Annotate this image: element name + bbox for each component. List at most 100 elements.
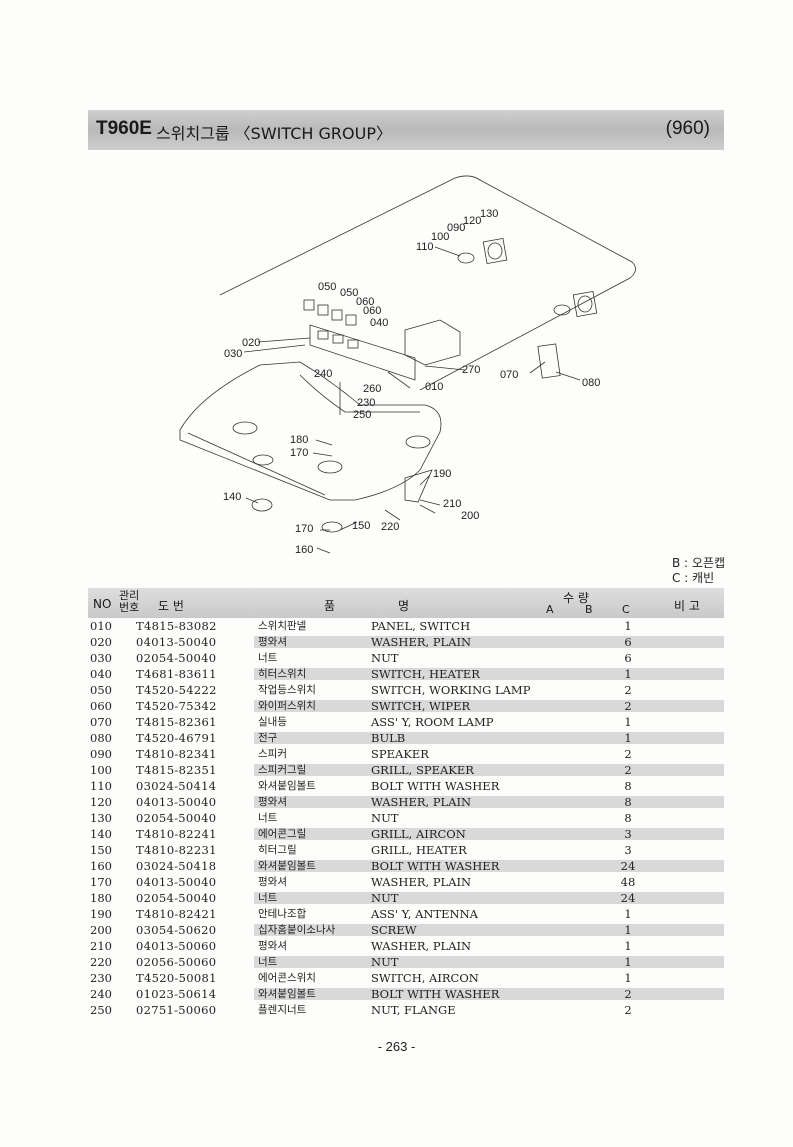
cell-korean-name: 너트 xyxy=(258,812,278,824)
callout: 090 xyxy=(447,222,465,234)
callout: 160 xyxy=(295,544,313,556)
cell-korean-name: 너트 xyxy=(258,652,278,664)
cell-english-name: ASS' Y, ROOM LAMP xyxy=(371,715,494,729)
cell-no: 200 xyxy=(90,923,112,937)
cell-no: 020 xyxy=(90,635,112,649)
table-row: 070 T4815-82361 실내등 ASS' Y, ROOM LAMP 1 xyxy=(88,714,724,730)
row-shade xyxy=(254,764,724,776)
callout: 170 xyxy=(295,523,313,535)
cell-no: 060 xyxy=(90,699,112,713)
cell-quantity: 2 xyxy=(624,1003,632,1017)
cell-part-number: T4520-50081 xyxy=(136,971,217,985)
cell-korean-name: 실내등 xyxy=(258,716,287,728)
callout: 230 xyxy=(357,397,375,409)
exploded-parts-diagram: 130 120 090 100 110 050 050 060 060 040 … xyxy=(179,175,636,556)
headliner-body xyxy=(179,361,442,501)
cell-part-number: 03054-50620 xyxy=(136,923,217,937)
row-shade xyxy=(254,988,724,1000)
callout: 170 xyxy=(290,447,308,459)
cell-english-name: SWITCH, AIRCON xyxy=(371,971,479,985)
cell-no: 080 xyxy=(90,731,112,745)
cell-english-name: BULB xyxy=(371,731,406,745)
cell-english-name: SPEAKER xyxy=(371,747,429,761)
cell-part-number: T4815-82361 xyxy=(136,715,217,729)
callout: 020 xyxy=(242,337,260,349)
cell-korean-name: 히터스위치 xyxy=(258,668,307,680)
row-shade xyxy=(254,668,724,680)
roof-panel-outline xyxy=(219,175,636,391)
cell-no: 220 xyxy=(90,955,112,969)
header-name-2: 명 xyxy=(398,599,410,613)
cell-english-name: BOLT WITH WASHER xyxy=(371,987,500,1001)
cell-korean-name: 플렌지너트 xyxy=(258,1004,307,1016)
cell-quantity: 1 xyxy=(624,971,632,985)
cell-no: 070 xyxy=(90,715,112,729)
cell-korean-name: 평와셔 xyxy=(258,940,287,952)
cell-english-name: WASHER, PLAIN xyxy=(371,875,472,889)
cell-quantity: 2 xyxy=(624,763,632,777)
cell-english-name: GRILL, SPEAKER xyxy=(371,763,474,777)
row-shade xyxy=(254,636,724,648)
cell-part-number: T4681-83611 xyxy=(136,667,217,681)
title-bar: T960E 스위치그룹 〈SWITCH GROUP〉 (960) xyxy=(88,110,724,150)
cell-no: 040 xyxy=(90,667,112,681)
cell-no: 010 xyxy=(90,619,112,633)
cell-quantity: 8 xyxy=(624,811,632,825)
cell-no: 100 xyxy=(90,763,112,777)
parts-table-header: NO 관리 번호 도 번 품 명 수 량 A B C 비 고 xyxy=(88,588,724,618)
cell-quantity: 8 xyxy=(624,795,632,809)
cell-korean-name: 평와셔 xyxy=(258,636,287,648)
cell-korean-name: 너트 xyxy=(258,956,278,968)
cell-part-number: 03024-50418 xyxy=(136,859,217,873)
cell-quantity: 2 xyxy=(624,699,632,713)
row-shade xyxy=(254,796,724,808)
callout: 100 xyxy=(431,231,449,243)
callout: 080 xyxy=(582,377,600,389)
legend-cabin: C : 캐빈 xyxy=(672,571,715,585)
cell-korean-name: 와이퍼스위치 xyxy=(258,700,316,712)
cell-quantity: 1 xyxy=(624,923,632,937)
group-number: (960) xyxy=(665,118,710,139)
callout: 140 xyxy=(223,491,241,503)
cell-no: 150 xyxy=(90,843,112,857)
cell-no: 110 xyxy=(90,779,112,793)
callout: 030 xyxy=(224,348,242,360)
cell-part-number: 02054-50040 xyxy=(136,891,217,905)
cell-part-number: 02054-50040 xyxy=(136,811,217,825)
cell-no: 160 xyxy=(90,859,112,873)
cell-korean-name: 작업등스위치 xyxy=(258,684,316,696)
cell-english-name: WASHER, PLAIN xyxy=(371,635,472,649)
cell-english-name: BOLT WITH WASHER xyxy=(371,779,500,793)
callout: 010 xyxy=(425,381,443,393)
cell-part-number: 01023-50614 xyxy=(136,987,217,1001)
cell-part-number: 02056-50060 xyxy=(136,955,217,969)
callout: 110 xyxy=(416,241,434,253)
callout: 270 xyxy=(462,364,480,376)
cell-quantity: 1 xyxy=(624,715,632,729)
cell-english-name: ASS' Y, ANTENNA xyxy=(371,907,478,921)
cell-quantity: 1 xyxy=(624,731,632,745)
cell-quantity: 1 xyxy=(624,955,632,969)
cell-part-number: T4520-75342 xyxy=(136,699,217,713)
cell-quantity: 3 xyxy=(624,827,632,841)
cell-korean-name: 와셔붙임볼트 xyxy=(258,860,316,872)
cell-part-number: T4810-82421 xyxy=(136,907,217,921)
cell-korean-name: 에어콘그릴 xyxy=(258,828,307,840)
cell-part-number: T4815-83082 xyxy=(136,619,217,633)
callout: 200 xyxy=(461,510,479,522)
cell-part-number: T4810-82341 xyxy=(136,747,217,761)
